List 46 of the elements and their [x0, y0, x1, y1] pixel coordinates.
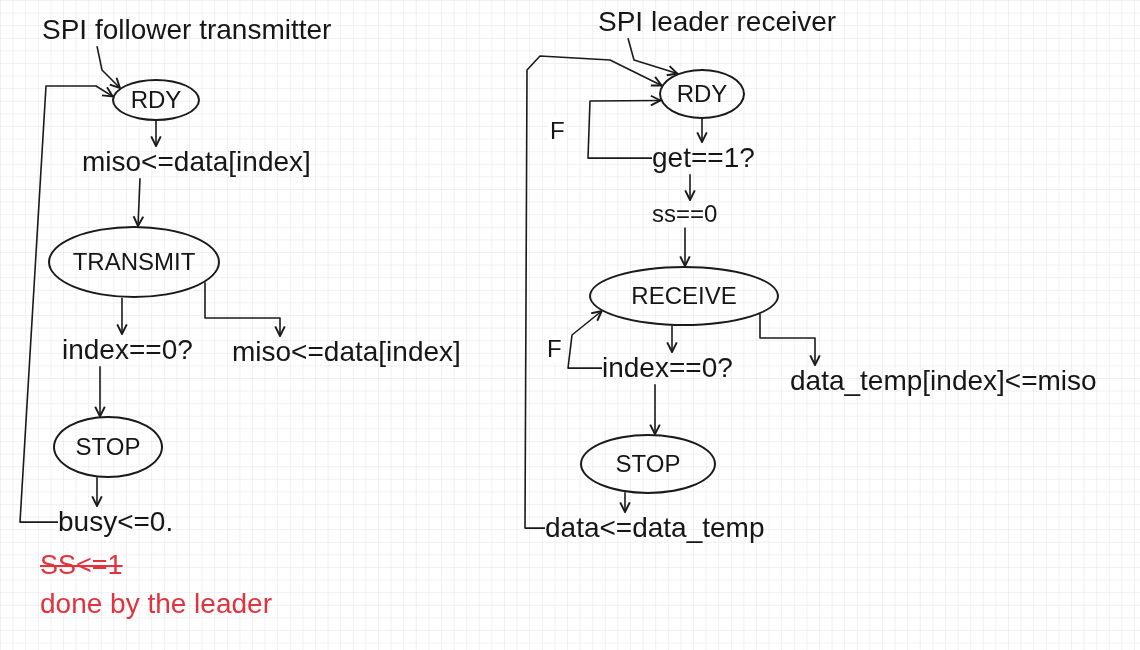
arrow	[96, 45, 121, 89]
arrow	[116, 296, 128, 335]
state-name: TRANSMIT	[72, 248, 196, 276]
arrow	[19, 85, 114, 523]
note-text: done by the leader	[40, 588, 272, 621]
state-ellipse	[48, 226, 220, 298]
assignment-text: miso<=data[index]	[82, 146, 311, 179]
arrow	[204, 281, 286, 337]
state-ellipse	[580, 434, 716, 494]
state-name: RECEIVE	[631, 282, 737, 310]
arrow	[524, 55, 663, 529]
arrow	[696, 118, 708, 143]
arrow	[150, 120, 162, 147]
edge-label: F	[545, 336, 564, 363]
state-ellipse	[112, 79, 200, 121]
state-ellipse	[53, 416, 163, 478]
arrow	[684, 173, 696, 201]
state-ellipse	[659, 69, 745, 119]
state-name: STOP	[75, 433, 141, 461]
state-name: STOP	[615, 450, 681, 478]
condition-text: get==1?	[652, 142, 755, 175]
assignment-text: busy<=0.	[58, 506, 174, 539]
arrow	[91, 476, 103, 507]
arrow	[94, 365, 106, 418]
crossed-out-note: SS<=1	[40, 550, 123, 582]
assignment-text: data_temp[index]<=miso	[790, 365, 1097, 398]
arrow	[132, 177, 145, 227]
condition-text: index==0?	[62, 334, 193, 367]
diagram-title: SPI leader receiver	[598, 6, 837, 39]
arrow	[587, 94, 662, 159]
arrow	[627, 37, 679, 77]
arrow	[619, 491, 631, 513]
state-ellipse	[589, 266, 779, 326]
arrow	[649, 383, 661, 436]
diagram-title: SPI follower transmitter	[42, 14, 332, 47]
assignment-text: miso<=data[index]	[232, 336, 461, 369]
arrow	[759, 313, 821, 366]
arrow	[679, 226, 691, 267]
assignment-text: ss==0	[652, 200, 718, 228]
edge-label: F	[548, 118, 567, 145]
assignment-text: data<=data_temp	[545, 512, 765, 545]
state-name: RDY	[130, 86, 182, 114]
arrow	[666, 324, 678, 353]
state-name: RDY	[676, 80, 728, 108]
condition-text: index==0?	[602, 352, 733, 385]
arrow	[567, 310, 603, 369]
